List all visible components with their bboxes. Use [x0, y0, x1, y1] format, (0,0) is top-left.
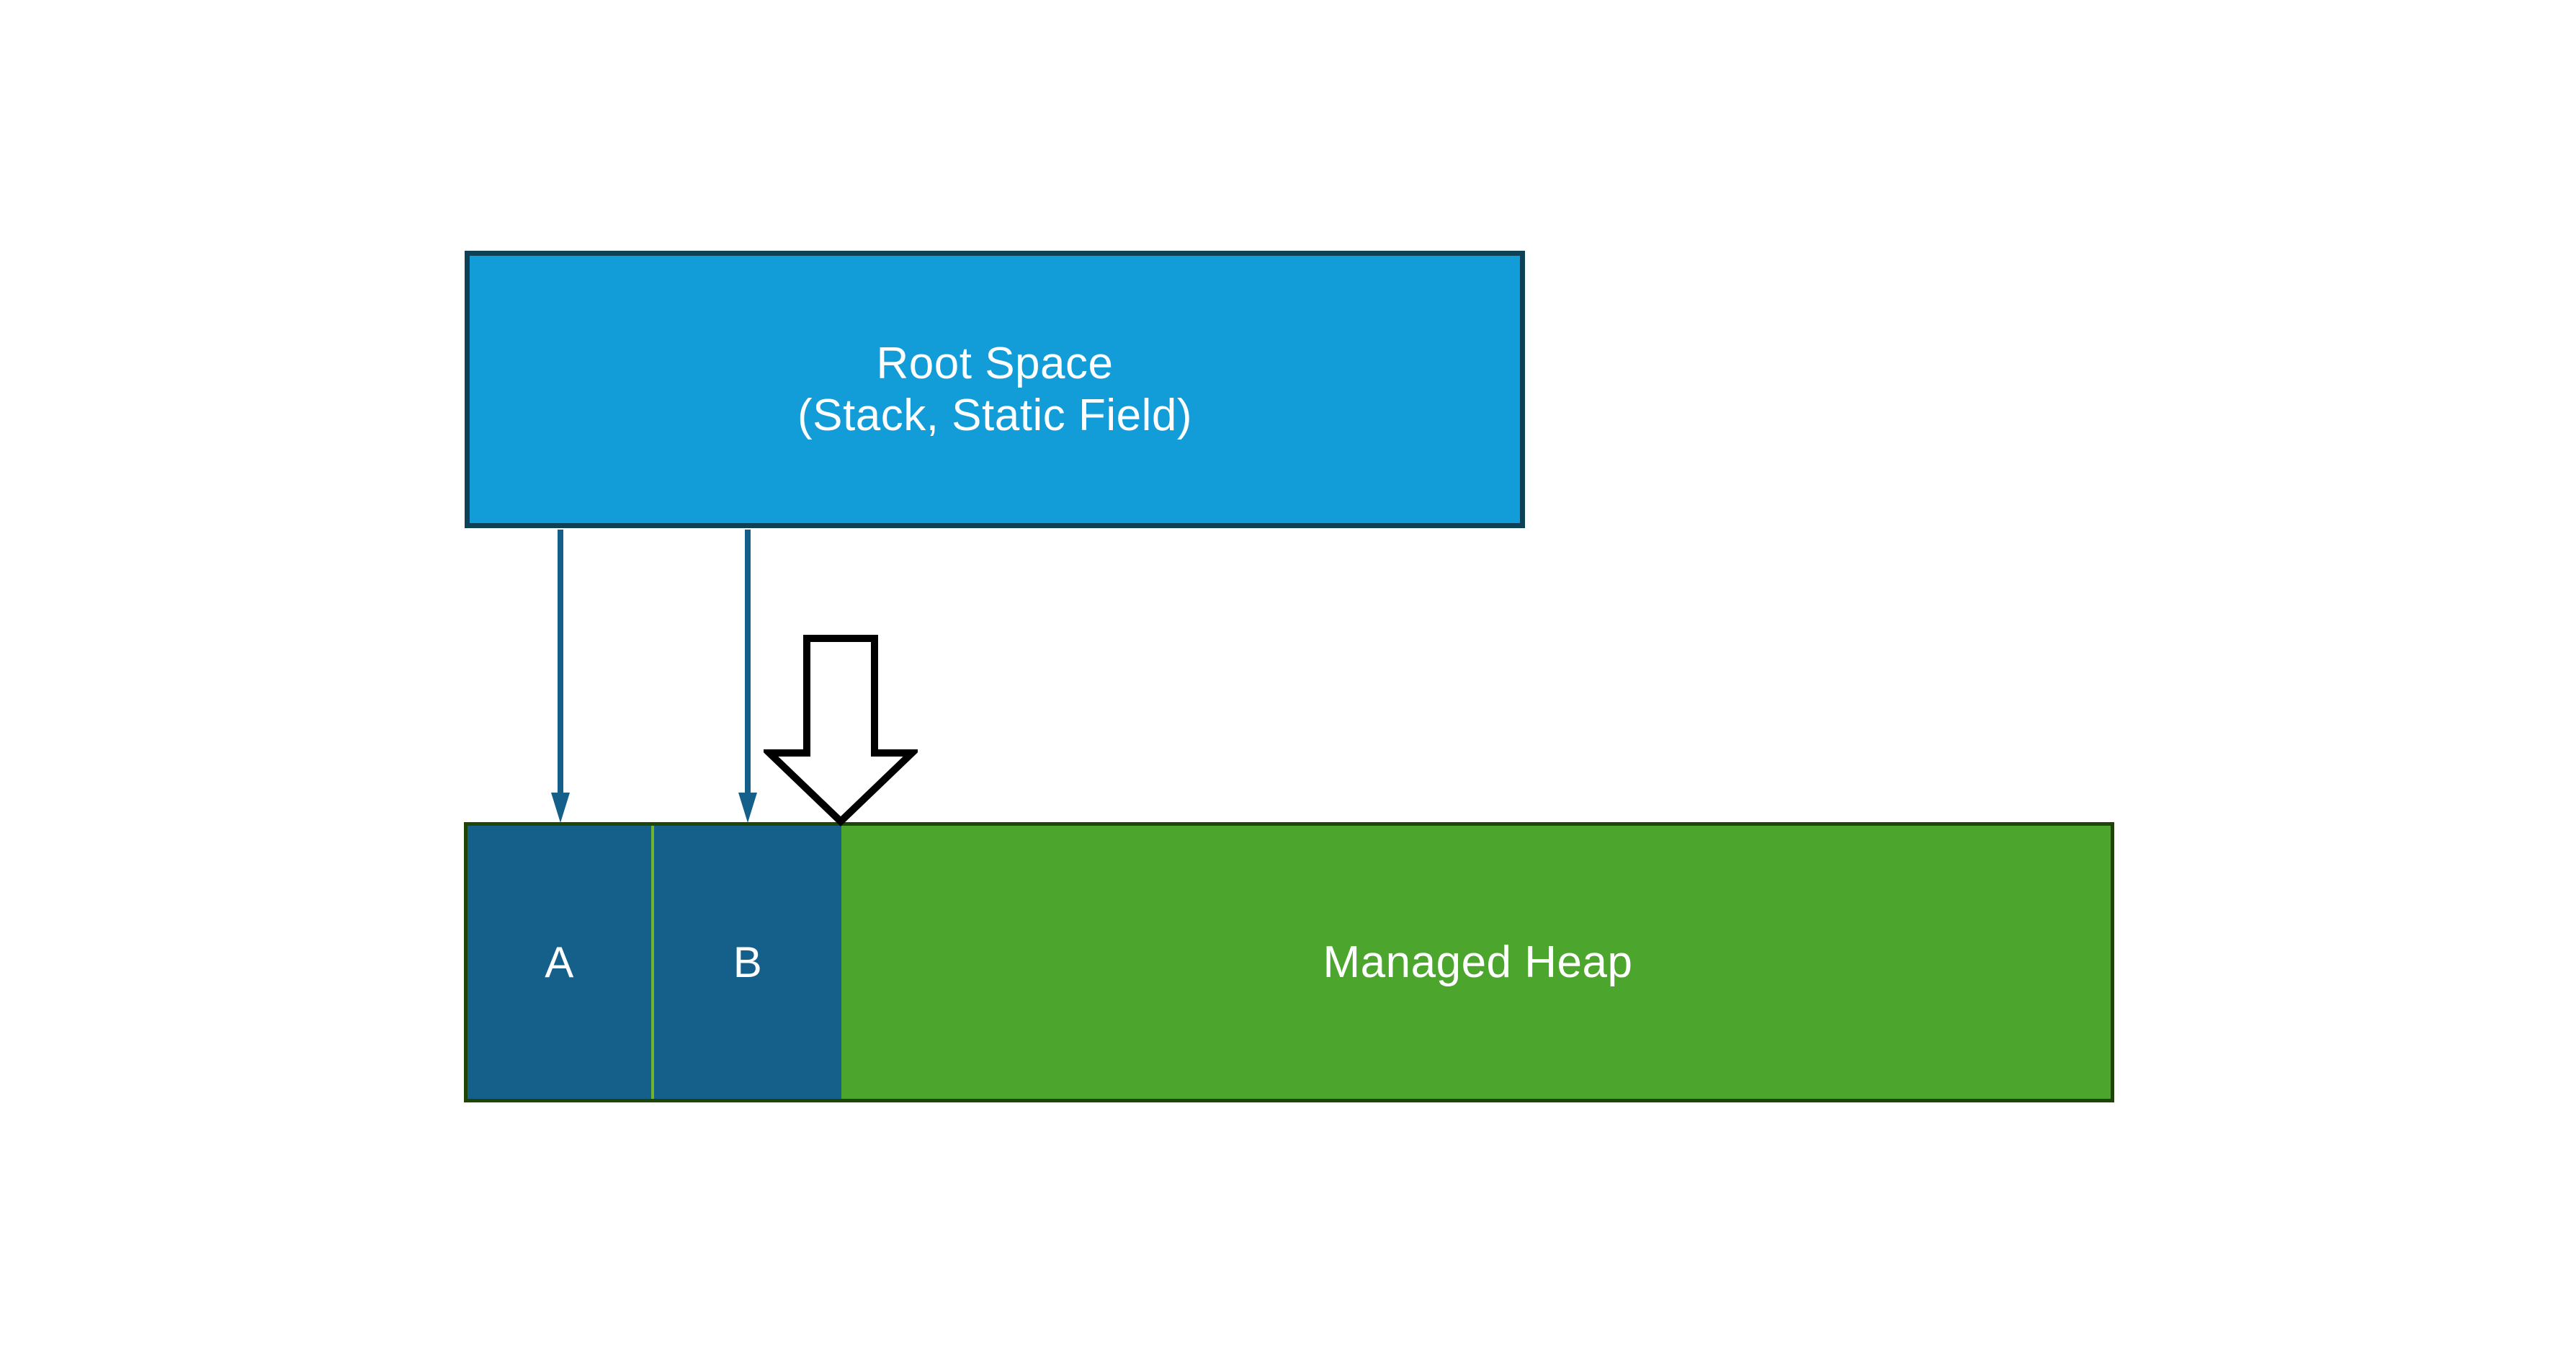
heap-object-a-label: A [545, 938, 574, 986]
reference-arrow-head [738, 793, 757, 823]
root-space-title: Root Space [876, 339, 1114, 389]
heap-object-a: A [468, 826, 651, 1099]
reference-arrow-to-b [738, 530, 757, 825]
heap-object-divider [651, 826, 654, 1099]
heap-object-b-label: B [733, 938, 763, 986]
allocation-pointer-arrow [764, 633, 918, 830]
reference-arrow-to-a [551, 530, 570, 825]
reference-arrow-shaft [558, 530, 563, 795]
reference-arrow-shaft [745, 530, 751, 795]
root-space-subtitle: (Stack, Static Field) [797, 390, 1192, 440]
down-block-arrow-icon [764, 635, 918, 826]
reference-arrow-head [551, 793, 570, 823]
root-space-box: Root Space (Stack, Static Field) [465, 251, 1525, 528]
heap-object-b: B [654, 826, 841, 1099]
